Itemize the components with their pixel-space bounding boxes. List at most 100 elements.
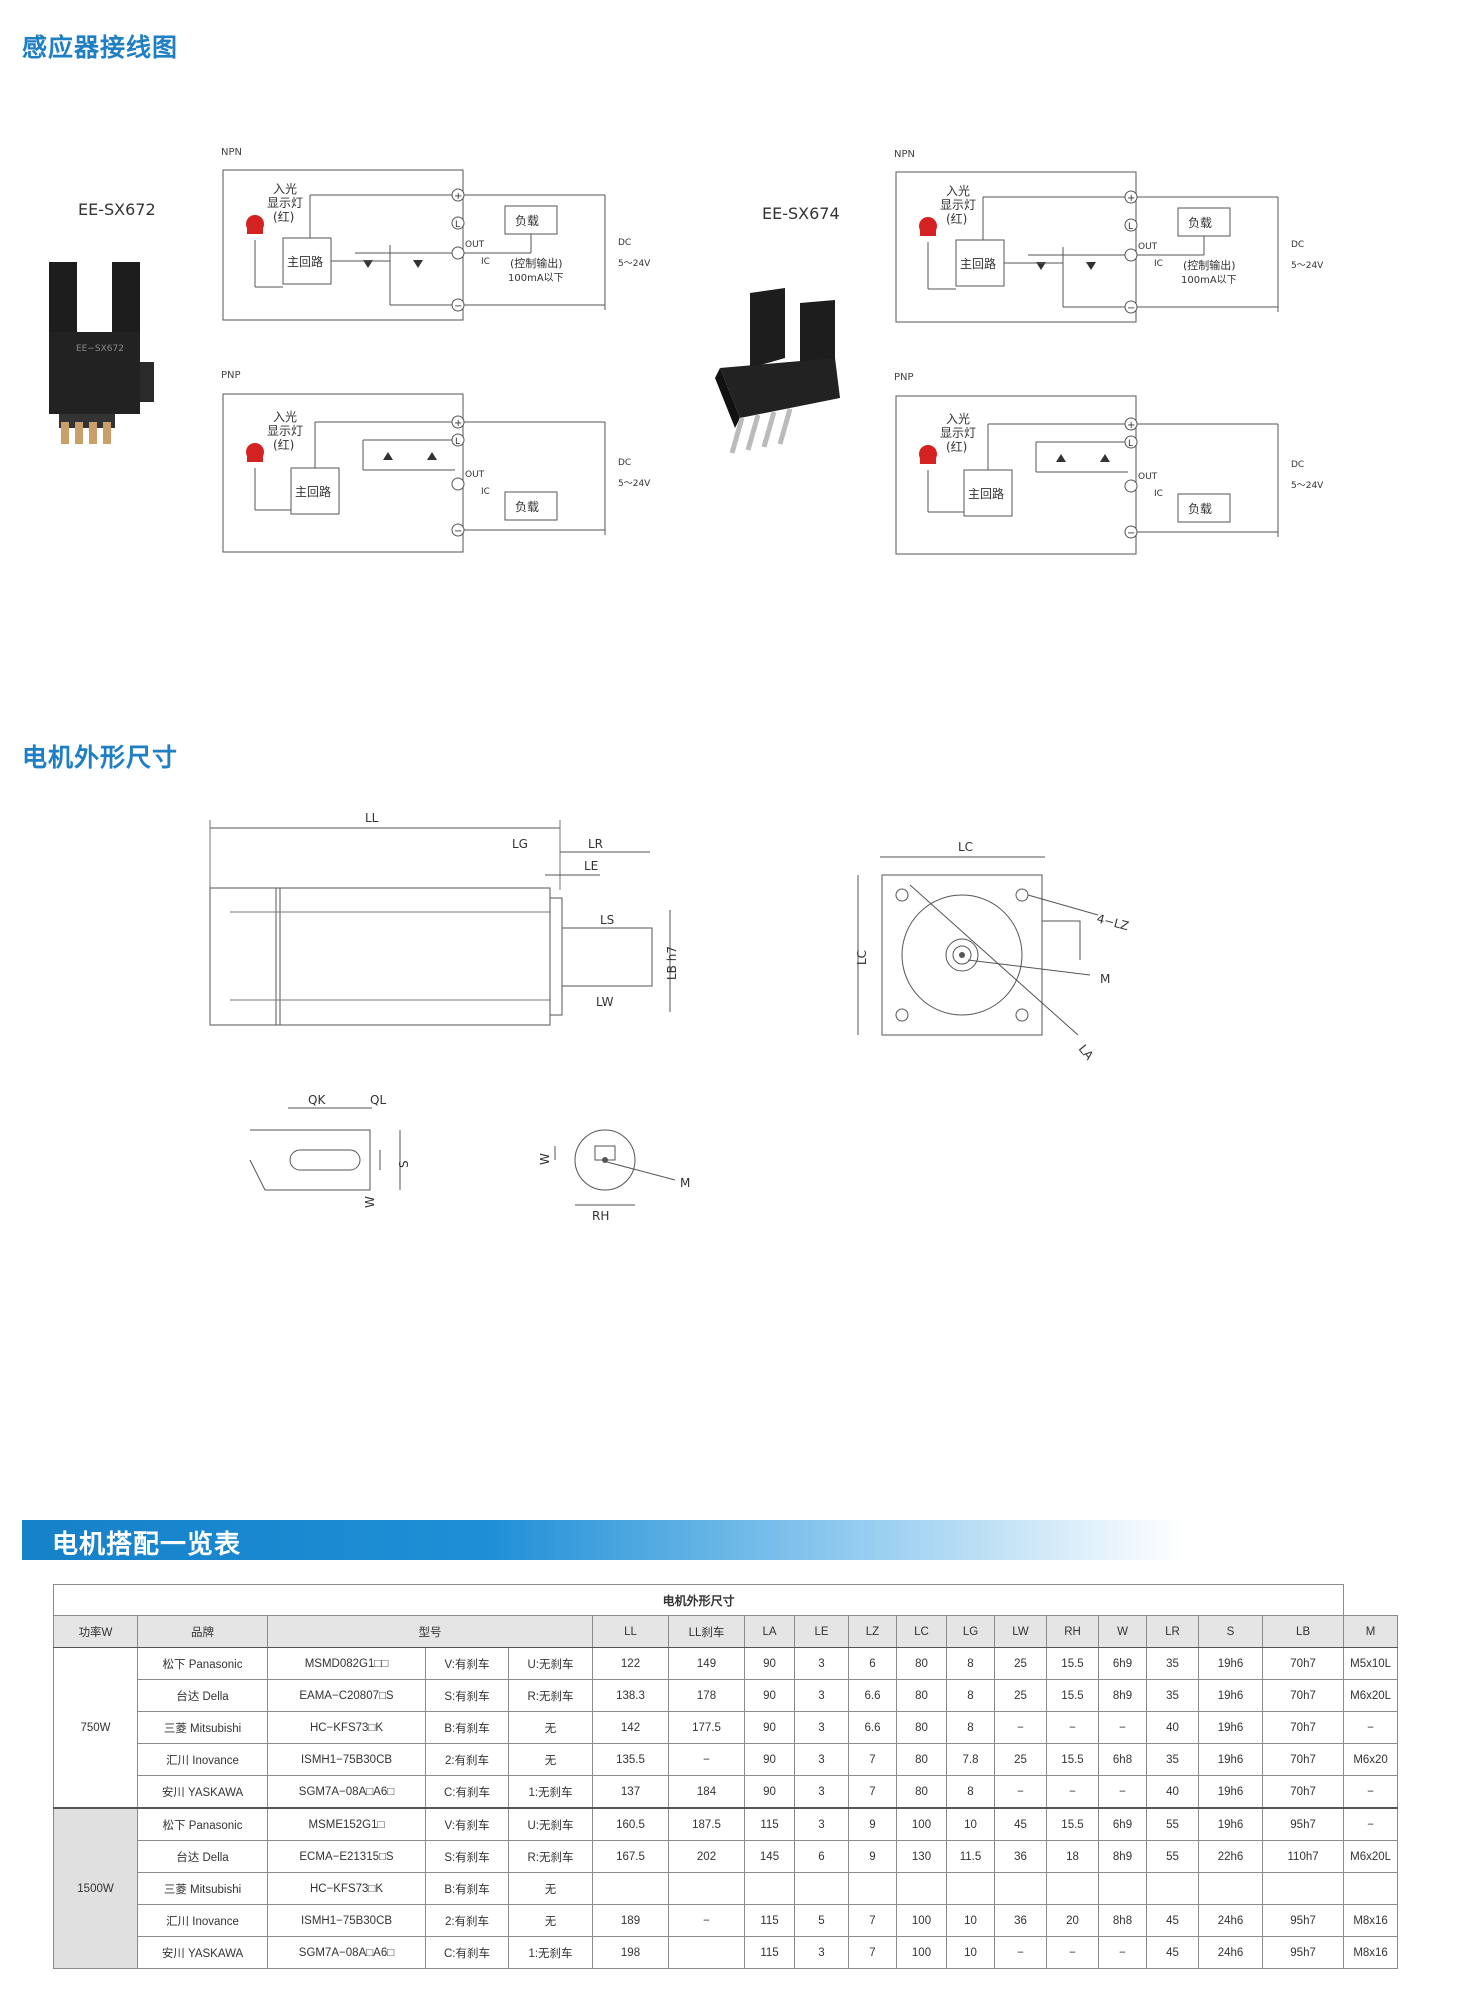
table-cell: 45 <box>994 1807 1047 1841</box>
table-cell: 10 <box>946 1807 995 1841</box>
motor-dimension-title: 电机外形尺寸 <box>22 743 179 772</box>
table-cell: 无 <box>508 1872 593 1905</box>
table-cell: ISMH1−75B30CB <box>267 1743 426 1776</box>
table-title-row: 电机外形尺寸 <box>52 1584 1398 1616</box>
load-label-npn: 负载 <box>515 214 539 228</box>
table-cell: 三菱 Mitsubishi <box>137 1872 268 1905</box>
table-cell: 70h7 <box>1261 1711 1345 1744</box>
table-cell: 122 <box>592 1647 669 1680</box>
main-circuit-label-pnp-r: 主回路 <box>968 486 1004 501</box>
table-cell: − <box>1098 1775 1147 1809</box>
light-on-label-pnp: 入光 <box>273 410 297 424</box>
plus-terminal-pnp: + <box>454 418 462 429</box>
table-cell <box>1261 1872 1345 1905</box>
sensor-photo-right <box>715 288 840 454</box>
table-cell <box>946 1872 995 1905</box>
table-cell: 2:有刹车 <box>425 1743 509 1776</box>
table-cell: 36 <box>994 1904 1047 1937</box>
column-header: LZ <box>848 1615 897 1648</box>
table-cell: S:有刹车 <box>425 1679 509 1712</box>
dim-m-shaft: M <box>680 1176 690 1190</box>
dim-m-flange: M <box>1100 972 1110 986</box>
table-cell: 19h6 <box>1198 1743 1263 1776</box>
table-cell: 8 <box>946 1711 995 1744</box>
table-cell: 95h7 <box>1261 1936 1345 1969</box>
table-title: 电机外形尺寸 <box>52 1584 1345 1616</box>
table-cell: 安川 YASKAWA <box>137 1936 268 1969</box>
table-cell: U:无刹车 <box>508 1647 593 1680</box>
table-cell: B:有刹车 <box>425 1711 509 1744</box>
table-cell: U:无刹车 <box>508 1807 593 1841</box>
table-cell: 3 <box>794 1775 849 1809</box>
column-header: LE <box>794 1615 849 1648</box>
table-cell: 6h9 <box>1098 1647 1147 1680</box>
table-cell: SGM7A−08A□A6□ <box>267 1936 426 1969</box>
voltage-label-npn: 5～24V <box>618 259 651 269</box>
table-cell: M6x20 <box>1343 1743 1398 1776</box>
column-header: M <box>1343 1615 1398 1648</box>
table-cell: 6.6 <box>848 1679 897 1712</box>
table-cell: 149 <box>668 1647 745 1680</box>
table-cell: 7.8 <box>946 1743 995 1776</box>
power-cell: 750W <box>53 1647 138 1809</box>
column-header: 型号 <box>267 1615 593 1648</box>
table-cell: R:无刹车 <box>508 1679 593 1712</box>
table-cell <box>1098 1872 1147 1905</box>
shaft-section-drawing: W RH M <box>538 1129 690 1223</box>
table-cell: 80 <box>896 1647 947 1680</box>
load-label-npn-r: 负载 <box>1188 216 1212 230</box>
minus-terminal-pnp-r: − <box>1127 528 1135 539</box>
table-cell: 汇川 Inovance <box>137 1904 268 1937</box>
ic-label-pnp: IC <box>481 487 490 497</box>
column-header: LL <box>592 1615 669 1648</box>
table-cell: 3 <box>794 1807 849 1841</box>
table-cell: − <box>1098 1711 1147 1744</box>
motor-flange-view-drawing: LC LC 4−LZ M LA <box>855 840 1130 1063</box>
table-cell: M6x20L <box>1343 1840 1398 1873</box>
column-header: 功率W <box>53 1615 138 1648</box>
table-cell: 10 <box>946 1936 995 1969</box>
table-cell: 5 <box>794 1904 849 1937</box>
table-cell <box>1343 1872 1398 1905</box>
current-limit-label: 100mA以下 <box>508 273 564 284</box>
table-cell: 100 <box>896 1904 947 1937</box>
table-cell: 55 <box>1146 1840 1199 1873</box>
table-cell: 18 <box>1046 1840 1099 1873</box>
table-cell: 36 <box>994 1840 1047 1873</box>
table-cell: 20 <box>1046 1904 1099 1937</box>
pnp-label-right: PNP <box>894 372 914 383</box>
table-cell: 115 <box>744 1904 795 1937</box>
red-label: (红) <box>273 209 294 224</box>
indicator-label-pnp-r: 显示灯 <box>940 426 976 440</box>
table-cell: 187.5 <box>668 1807 745 1841</box>
table-cell: − <box>1046 1775 1099 1809</box>
dim-lg: LG <box>512 837 528 851</box>
wiring-diagram-ee-sx674: NPN 入光 显示灯 (红) 主回路 + L − 负载 OUT IC (控制输出… <box>894 149 1324 555</box>
light-on-label: 入光 <box>273 182 297 196</box>
table-cell <box>1146 1872 1199 1905</box>
dim-la: LA <box>1076 1042 1097 1063</box>
table-cell: 90 <box>744 1743 795 1776</box>
dim-lw: LW <box>596 995 614 1009</box>
wiring-diagram-ee-sx672: NPN 入光 显示灯 (红) 主回路 + L − 负载 OUT IC (控制输出… <box>221 147 651 553</box>
table-cell: 3 <box>794 1711 849 1744</box>
table-cell: M8x16 <box>1343 1904 1398 1937</box>
table-cell: MSME152G1□ <box>267 1807 426 1841</box>
table-cell: M5x10L <box>1343 1647 1398 1680</box>
table-cell: 25 <box>994 1647 1047 1680</box>
table-cell: 25 <box>994 1679 1047 1712</box>
npn-label-left: NPN <box>221 147 242 158</box>
dim-ls: LS <box>600 913 614 927</box>
table-cell: 8 <box>946 1679 995 1712</box>
table-cell: 10 <box>946 1904 995 1937</box>
table-cell: 15.5 <box>1046 1679 1099 1712</box>
table-cell <box>592 1872 669 1905</box>
dim-lr: LR <box>588 837 603 851</box>
table-cell: 7 <box>848 1904 897 1937</box>
table-cell: 167.5 <box>592 1840 669 1873</box>
ic-label-npn: IC <box>481 257 490 267</box>
table-cell: 100 <box>896 1807 947 1841</box>
sensor-model-right: EE-SX674 <box>762 204 840 223</box>
table-cell: − <box>994 1711 1047 1744</box>
